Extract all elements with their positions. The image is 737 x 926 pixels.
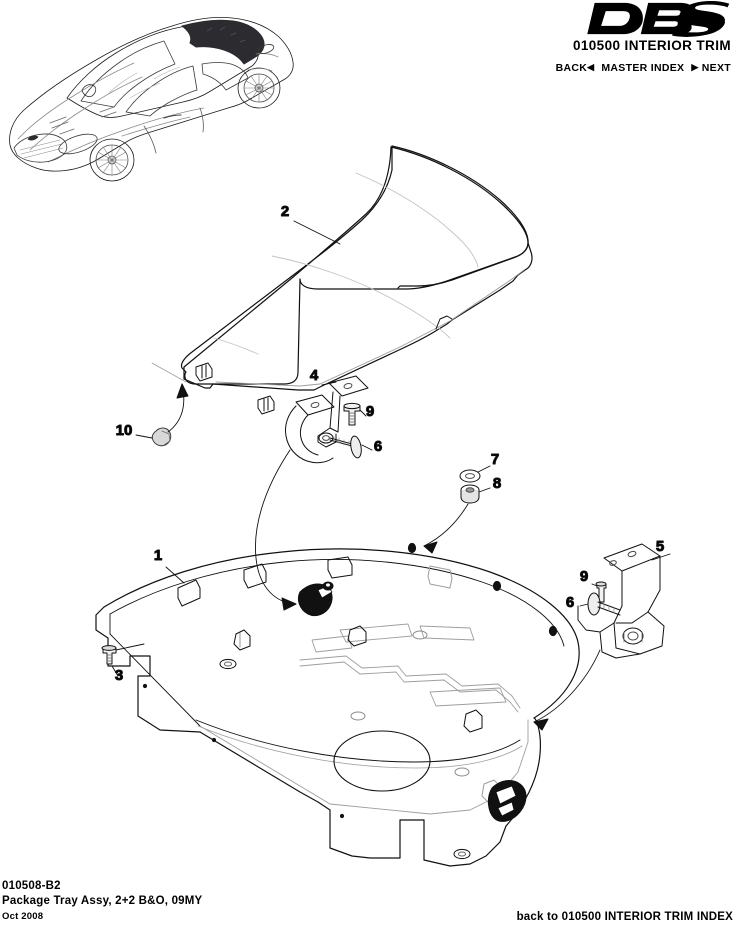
triangle-right-icon: ▶	[691, 62, 699, 72]
tray-clip-detail-left	[297, 581, 334, 617]
part-stud-pin-6-left	[329, 435, 373, 459]
callout-8: 8	[493, 475, 501, 492]
dbs-logo	[433, 0, 733, 37]
part-grommet-8	[423, 484, 491, 554]
callout-2: 2	[281, 203, 289, 220]
trim-cover-tab-left	[195, 362, 213, 382]
vehicle-thumbnail	[4, 2, 304, 198]
callout-6: 6	[374, 438, 382, 455]
page-title: 010500 INTERIOR TRIM	[572, 38, 731, 53]
rear-wheel	[237, 67, 281, 109]
callout-labels: 1 2 3 4 5 6 6 7 8 9 9 10	[114, 203, 664, 685]
nav-back-label: BACK	[555, 62, 588, 74]
nav-back-button[interactable]: BACK◀	[556, 62, 595, 74]
part-stud-pin-6-right	[579, 592, 621, 616]
tray-clip-detail-right	[487, 780, 527, 822]
callout-4: 4	[310, 367, 319, 384]
part-washer-7	[459, 465, 491, 483]
tray-retainer-boss-a	[233, 629, 251, 651]
part-number: 010508-B2	[2, 880, 61, 892]
navigation-bar: BACK◀ MASTER INDEX ▶ NEXT	[433, 60, 733, 75]
triangle-left-icon: ◀	[587, 62, 595, 72]
callout-1: 1	[154, 547, 162, 564]
part-screw-9-upper	[343, 402, 367, 426]
callout-7: 7	[491, 451, 499, 468]
callout-6-right: 6	[566, 594, 574, 611]
nav-next-button[interactable]: ▶ NEXT	[691, 62, 731, 74]
footer-left-block: 010508-B2 Package Tray Assy, 2+2 B&O, 09…	[2, 879, 202, 924]
trim-cover-tab-right	[257, 395, 275, 415]
part-description: Package Tray Assy, 2+2 B&O, 09MY	[2, 895, 203, 907]
document-footer: 010508-B2 Package Tray Assy, 2+2 B&O, 09…	[0, 866, 737, 926]
part-bracket-right-5	[533, 543, 671, 731]
car-body-outline	[9, 17, 294, 182]
callout-3: 3	[115, 667, 123, 684]
part-package-tray-trim-cover	[180, 145, 533, 415]
document-header: 010500 INTERIOR TRIM BACK◀ MASTER INDEX ▶ …	[433, 0, 733, 75]
callout-10: 10	[116, 422, 133, 439]
back-to-index-link[interactable]: back to 010500 INTERIOR TRIM INDEX	[516, 911, 733, 923]
part-bracket-left-4	[254, 375, 369, 611]
highlight-package-tray	[181, 19, 265, 65]
part-package-tray-panel-1	[95, 542, 580, 867]
exploded-parts-diagram: 1 2 3 4 5 6 6 7 8 9 9 10	[0, 120, 737, 870]
callout-5: 5	[656, 538, 664, 555]
nav-master-index-button[interactable]: MASTER INDEX	[601, 62, 685, 74]
part-clip-10	[135, 362, 189, 447]
callout-9-right: 9	[580, 568, 588, 585]
part-screw-3	[101, 643, 145, 677]
callout-9: 9	[366, 403, 374, 420]
front-wheel	[89, 138, 135, 182]
tray-retainer-boss-c	[463, 709, 483, 733]
nav-next-label: NEXT	[701, 62, 731, 74]
tray-retainer-boss-b	[347, 625, 367, 647]
document-date: Oct 2008	[2, 911, 44, 922]
